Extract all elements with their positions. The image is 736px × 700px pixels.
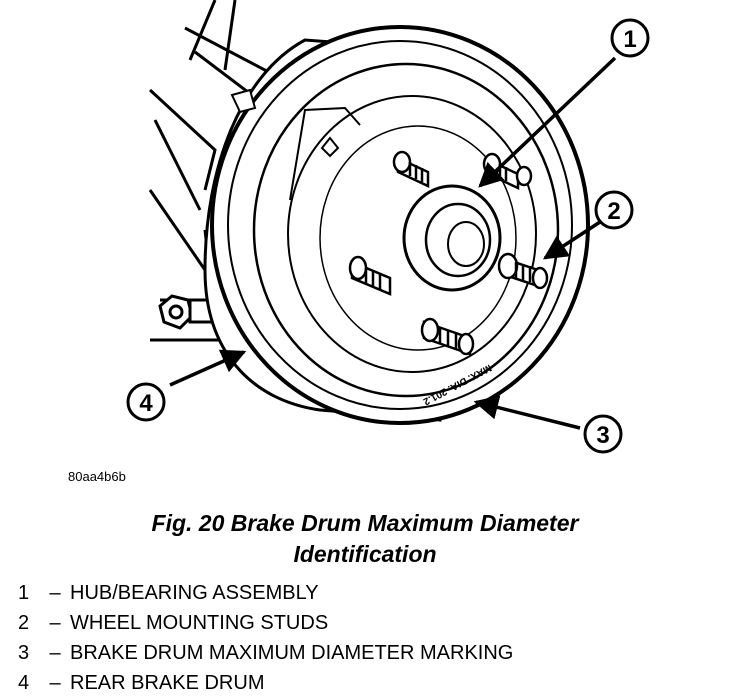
arrow-1 [478, 56, 617, 188]
legend-number: 2 [18, 612, 30, 634]
callout-1: 1 [610, 18, 650, 58]
arrow-3 [473, 395, 581, 430]
legend-dash: – [49, 612, 61, 634]
legend-item: 3–BRAKE DRUM MAXIMUM DIAMETER MARKING [18, 638, 513, 668]
wheel-stud [497, 252, 549, 290]
brake-drum [203, 25, 590, 425]
legend-item: 2–WHEEL MOUNTING STUDS [18, 608, 513, 638]
legend-number: 3 [18, 642, 30, 664]
legend-dash: – [49, 582, 61, 604]
legend-list: 1–HUB/BEARING ASSEMBLY 2–WHEEL MOUNTING … [18, 578, 513, 698]
figure-caption: Fig. 20 Brake Drum Maximum Diameter Iden… [0, 508, 730, 570]
legend-label: REAR BRAKE DRUM [70, 672, 265, 694]
legend-number: 1 [18, 582, 30, 604]
svg-text:4: 4 [139, 390, 153, 417]
wheel-mounting-studs [348, 150, 549, 356]
arrow-4 [169, 349, 247, 387]
caption-line-2: Identification [293, 541, 437, 567]
svg-text:1: 1 [623, 26, 636, 53]
mounting-bolt [158, 294, 214, 330]
legend-label: BRAKE DRUM MAXIMUM DIAMETER MARKING [70, 642, 514, 664]
svg-text:3: 3 [596, 422, 609, 449]
wheel-stud [420, 317, 475, 356]
wheel-stud [392, 150, 430, 188]
legend-item: 1–HUB/BEARING ASSEMBLY [18, 578, 513, 608]
callout-3: 3 [583, 414, 623, 454]
callout-2: 2 [594, 190, 634, 230]
legend-label: HUB/BEARING ASSEMBLY [70, 582, 319, 604]
image-code: 80aa4b6b [68, 469, 126, 484]
arrow-2 [542, 220, 601, 260]
hub-bearing-assembly [402, 184, 502, 292]
legend-item: 4–REAR BRAKE DRUM [18, 668, 513, 698]
legend-dash: – [49, 642, 61, 664]
callout-4: 4 [126, 382, 166, 422]
caption-line-1: Fig. 20 Brake Drum Maximum Diameter [151, 510, 579, 536]
leader-arrows [169, 56, 617, 430]
legend-dash: – [49, 672, 61, 694]
wheel-stud [348, 255, 392, 296]
brake-drum-illustration: MAX. DIA. 201.2 1 2 3 4 [126, 0, 650, 454]
svg-text:2: 2 [607, 198, 620, 225]
legend-label: WHEEL MOUNTING STUDS [70, 612, 329, 634]
legend-number: 4 [18, 672, 30, 694]
